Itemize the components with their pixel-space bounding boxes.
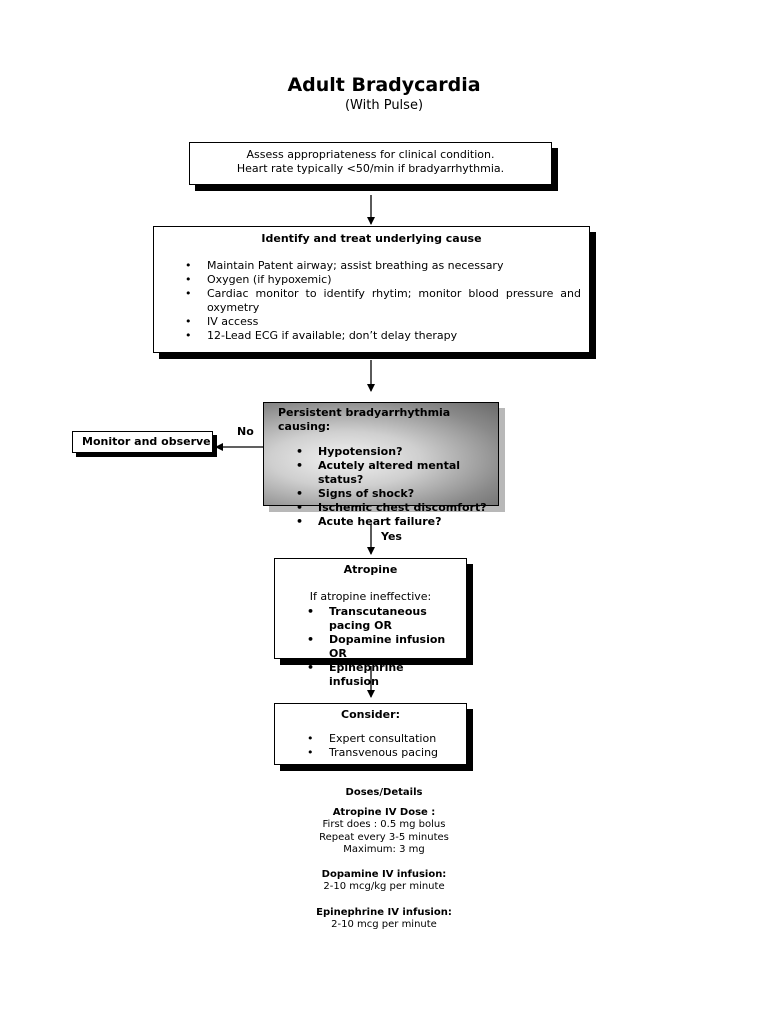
epinephrine-dose-heading: Epinephrine IV infusion: [316,906,452,918]
list-item: IV access [185,315,581,329]
atropine-dose-heading: Atropine IV Dose : [332,806,436,818]
doses-heading: Doses/Details [345,787,423,798]
page-subtitle: (With Pulse) [344,98,424,113]
assess-line-1: Assess appropriateness for clinical cond… [246,148,495,161]
atropine-dose-line: Maximum: 3 mg [343,844,425,855]
consider-box: Consider: Expert consultation Transvenou… [274,703,467,765]
persistent-decision-box: Persistent bradyarrhythmia causing: Hypo… [263,402,499,529]
atropine-heading: Atropine [343,563,398,576]
atropine-list: Transcutaneous pacing OR Dopamine infusi… [307,605,447,689]
assess-box: Assess appropriateness for clinical cond… [189,142,552,185]
consider-list: Expert consultation Transvenous pacing [307,732,466,760]
list-item: Oxygen (if hypoxemic) [185,273,581,287]
list-item: Signs of shock? [296,487,498,501]
branch-yes-label: Yes [381,530,402,543]
atropine-box: Atropine If atropine ineffective: Transc… [274,558,467,688]
doses-section: Doses/Details Atropine IV Dose : First d… [0,787,768,932]
epinephrine-dose-line: 2-10 mcg per minute [331,919,437,930]
dopamine-dose-line: 2-10 mcg/kg per minute [323,881,445,892]
dopamine-dose-heading: Dopamine IV infusion: [321,868,447,880]
list-item: Cardiac monitor to identify rhytim; moni… [185,287,581,315]
list-item: Acute heart failure? [296,515,498,529]
identify-list: Maintain Patent airway; assist breathing… [185,259,581,343]
atropine-subheading: If atropine ineffective: [309,590,432,603]
list-item: Epinephrine infusion [307,661,447,689]
monitor-label: Monitor and observe [82,435,211,448]
consider-heading: Consider: [341,708,400,721]
list-item: Maintain Patent airway; assist breathing… [185,259,581,273]
page-title: Adult Bradycardia [287,74,481,96]
persistent-list: Hypotension? Acutely altered mental stat… [296,445,498,529]
atropine-dose-line: Repeat every 3-5 minutes [319,831,449,843]
list-item: 12-Lead ECG if available; don’t delay th… [185,329,581,343]
list-item: Transcutaneous pacing OR [307,605,447,633]
list-item: Ischemic chest discomfort? [296,501,498,515]
list-item: Hypotension? [296,445,498,459]
identify-heading: Identify and treat underlying cause [261,232,482,245]
list-item: Acutely altered mental status? [296,459,498,487]
branch-no-label: No [237,425,254,438]
persistent-heading: Persistent bradyarrhythmia causing: [278,406,451,433]
monitor-box: Monitor and observe [72,431,213,453]
identify-box: Identify and treat underlying cause Main… [153,226,590,353]
assess-line-2: Heart rate typically <50/min if bradyarr… [236,162,505,175]
list-item: Dopamine infusion OR [307,633,447,661]
list-item: Transvenous pacing [307,746,466,760]
list-item: Expert consultation [307,732,466,746]
atropine-dose-line: First does : 0.5 mg bolus [322,819,446,830]
